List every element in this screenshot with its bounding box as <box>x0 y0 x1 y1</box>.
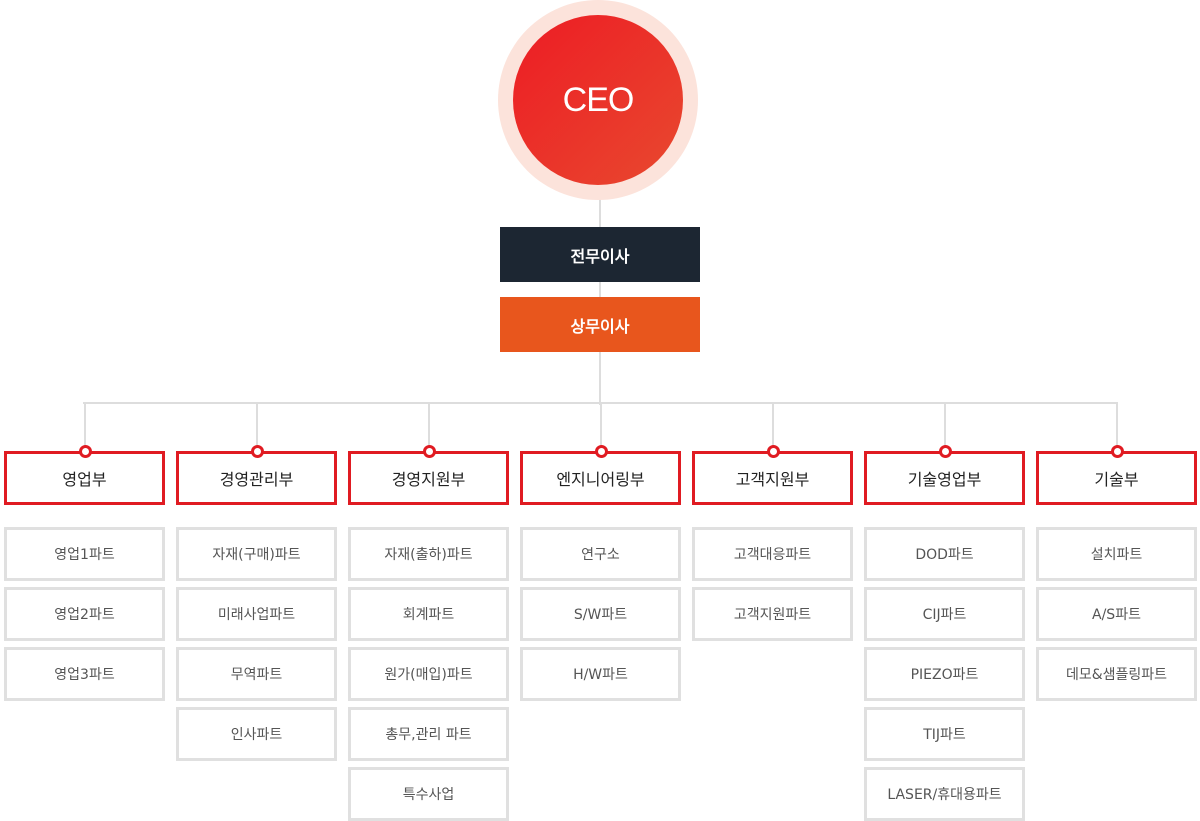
part-label: 미래사업파트 <box>217 607 296 623</box>
part-label: TIJ파트 <box>923 727 966 743</box>
part-box: 영업2파트 <box>4 587 165 641</box>
part-box: 영업1파트 <box>4 527 165 581</box>
managing-director-box: 상무이사 <box>500 297 700 352</box>
part-box: A/S파트 <box>1036 587 1197 641</box>
part-label: 원가(매입)파트 <box>384 667 473 683</box>
part-box: 총무,관리 파트 <box>348 707 509 761</box>
department-box: 엔지니어링부 <box>520 451 681 505</box>
part-box: 미래사업파트 <box>176 587 337 641</box>
department-box: 경영관리부 <box>176 451 337 505</box>
ceo-node: CEO <box>513 15 683 185</box>
part-label: 설치파트 <box>1090 547 1143 563</box>
connector-dot <box>595 445 608 458</box>
part-box: 연구소 <box>520 527 681 581</box>
part-label: DOD파트 <box>915 547 974 563</box>
part-label: 영업2파트 <box>54 607 115 623</box>
part-box: 원가(매입)파트 <box>348 647 509 701</box>
connector-drop-3 <box>600 402 602 450</box>
connector-dot <box>939 445 952 458</box>
department-box: 기술부 <box>1036 451 1197 505</box>
department-label: 기술영업부 <box>907 470 982 489</box>
connector-dot <box>423 445 436 458</box>
part-label: 데모&샘플링파트 <box>1065 667 1168 683</box>
department-box: 기술영업부 <box>864 451 1025 505</box>
part-box: DOD파트 <box>864 527 1025 581</box>
ceo-label: CEO <box>562 80 635 119</box>
part-label: 고객대응파트 <box>733 547 812 563</box>
department-label: 경영지원부 <box>391 470 466 489</box>
connector-drop-4 <box>772 402 774 450</box>
part-box: 고객지원파트 <box>692 587 853 641</box>
department-label: 영업부 <box>62 470 107 489</box>
part-box: TIJ파트 <box>864 707 1025 761</box>
executive-director-box: 전무이사 <box>500 227 700 282</box>
part-box: 무역파트 <box>176 647 337 701</box>
part-label: PIEZO파트 <box>910 667 979 683</box>
part-label: 연구소 <box>581 547 620 563</box>
part-label: 특수사업 <box>402 787 455 803</box>
connector-dot <box>79 445 92 458</box>
connector-dot <box>1111 445 1124 458</box>
part-label: CIJ파트 <box>922 607 967 623</box>
part-box: CIJ파트 <box>864 587 1025 641</box>
part-label: 인사파트 <box>230 727 283 743</box>
part-box: 특수사업 <box>348 767 509 821</box>
connector-dot <box>251 445 264 458</box>
connector-drop-6 <box>1116 402 1118 450</box>
connector-drop-5 <box>944 402 946 450</box>
connector-drop-1 <box>256 402 258 450</box>
department-label: 엔지니어링부 <box>556 470 645 489</box>
part-box: 인사파트 <box>176 707 337 761</box>
department-box: 경영지원부 <box>348 451 509 505</box>
part-box: PIEZO파트 <box>864 647 1025 701</box>
part-label: 총무,관리 파트 <box>385 727 472 743</box>
managing-director-label: 상무이사 <box>570 316 630 336</box>
connector-drop-2 <box>428 402 430 450</box>
part-box: 데모&샘플링파트 <box>1036 647 1197 701</box>
part-label: 자재(구매)파트 <box>212 547 301 563</box>
part-box: 설치파트 <box>1036 527 1197 581</box>
part-label: 고객지원파트 <box>733 607 812 623</box>
connector-dot <box>767 445 780 458</box>
part-label: A/S파트 <box>1092 607 1141 623</box>
part-label: 자재(출하)파트 <box>384 547 473 563</box>
part-box: S/W파트 <box>520 587 681 641</box>
part-box: 영업3파트 <box>4 647 165 701</box>
department-label: 고객지원부 <box>735 470 810 489</box>
executive-director-label: 전무이사 <box>570 246 630 266</box>
part-box: 고객대응파트 <box>692 527 853 581</box>
part-box: 자재(출하)파트 <box>348 527 509 581</box>
part-label: S/W파트 <box>573 607 628 623</box>
department-label: 경영관리부 <box>219 470 294 489</box>
part-box: 회계파트 <box>348 587 509 641</box>
department-box: 고객지원부 <box>692 451 853 505</box>
part-box: H/W파트 <box>520 647 681 701</box>
part-label: LASER/휴대용파트 <box>887 787 1002 803</box>
part-label: 영업3파트 <box>54 667 115 683</box>
department-label: 기술부 <box>1094 470 1139 489</box>
part-label: H/W파트 <box>573 667 628 683</box>
part-label: 회계파트 <box>402 607 455 623</box>
part-label: 무역파트 <box>230 667 283 683</box>
part-box: LASER/휴대용파트 <box>864 767 1025 821</box>
part-label: 영업1파트 <box>54 547 115 563</box>
connector-drop-0 <box>84 402 86 450</box>
department-box: 영업부 <box>4 451 165 505</box>
part-box: 자재(구매)파트 <box>176 527 337 581</box>
